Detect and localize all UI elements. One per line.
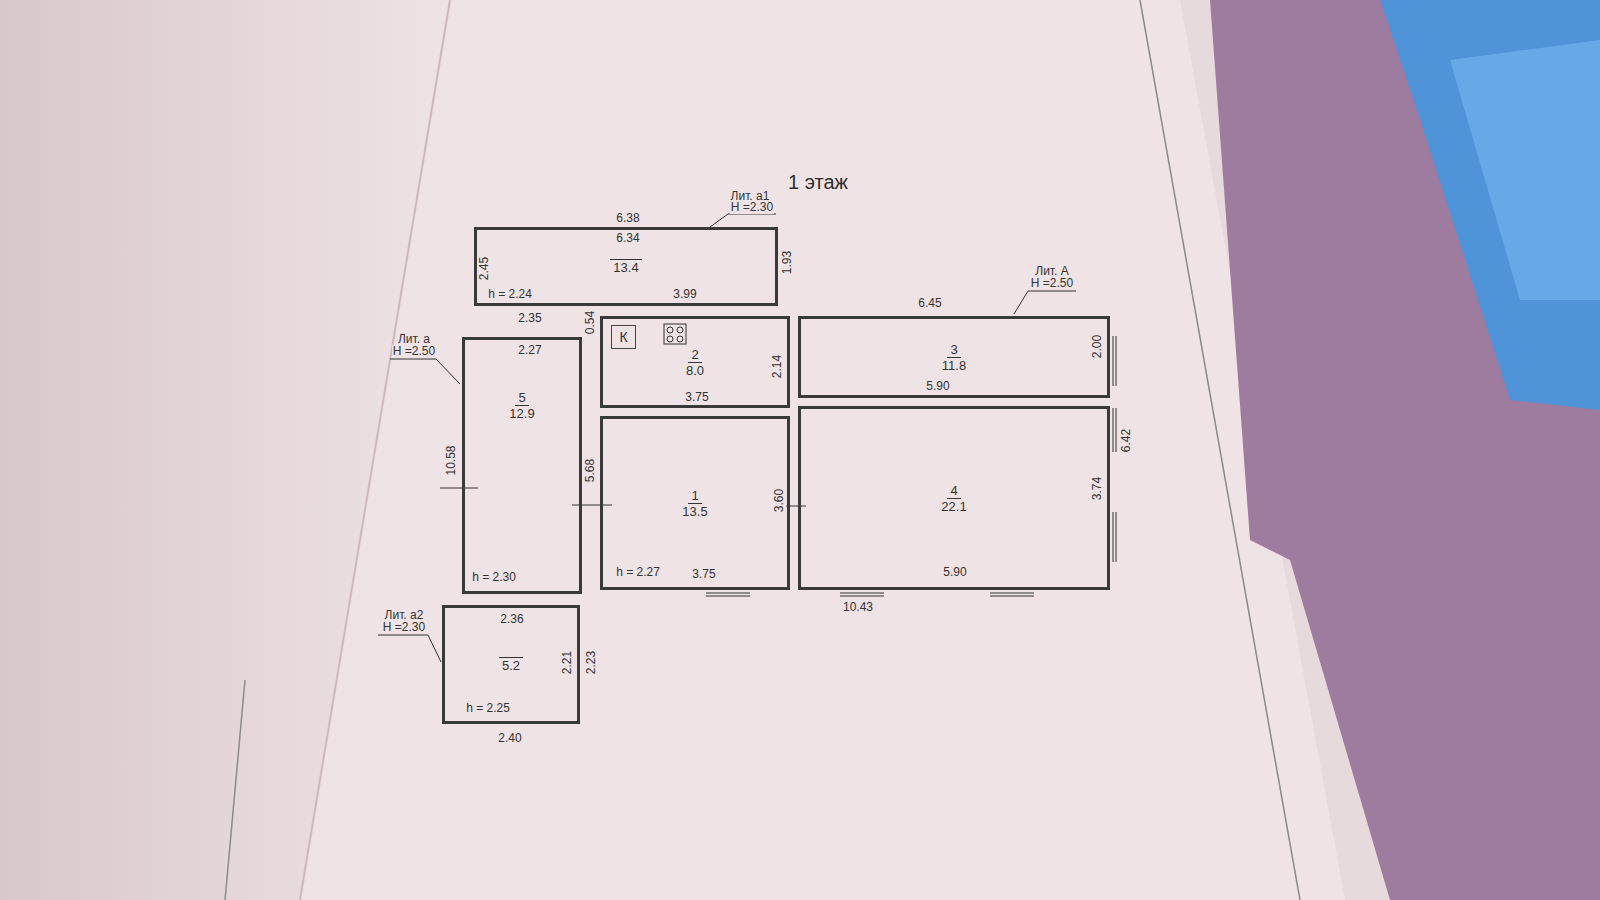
blue-folder bbox=[1450, 40, 1600, 300]
room-number: 1 bbox=[688, 488, 701, 504]
dimension-label: h = 2.27 bbox=[615, 566, 661, 579]
dimension-vertical: 10.58 bbox=[445, 444, 458, 476]
room-number: 3 bbox=[947, 342, 960, 358]
leader-line bbox=[1014, 291, 1028, 314]
room-area: 11.8 bbox=[939, 358, 969, 373]
leader-line bbox=[710, 214, 728, 227]
door-tick bbox=[440, 488, 806, 506]
dimension-label: 6.45 bbox=[917, 297, 942, 310]
dimension-vertical: 2.00 bbox=[1091, 333, 1104, 358]
dimension-label: 2.27 bbox=[517, 344, 542, 357]
dimension-label: 2.36 bbox=[499, 613, 524, 626]
room-box: 113.5 bbox=[600, 416, 790, 590]
plan-title: 1 этаж bbox=[788, 171, 848, 193]
left-page bbox=[0, 0, 450, 900]
dimension-label: h = 2.25 bbox=[465, 702, 511, 715]
dimension-label: Н =2.50 bbox=[1030, 277, 1074, 290]
leader-line bbox=[378, 635, 428, 636]
dimension-label: 3.75 bbox=[684, 391, 709, 404]
room-area: 8.0 bbox=[683, 363, 707, 378]
dimension-label: Н =2.50 bbox=[392, 345, 436, 358]
room-area: 12.9 bbox=[506, 406, 537, 421]
room-area: 13.4 bbox=[610, 259, 641, 275]
page-fold bbox=[300, 0, 450, 900]
room-number: 4 bbox=[947, 483, 960, 499]
kitchen-mark: К bbox=[611, 325, 636, 349]
dimension-vertical: 6.42 bbox=[1120, 427, 1133, 452]
room-number: 5 bbox=[515, 390, 528, 406]
kitchen-letter: К bbox=[616, 329, 630, 345]
leader-line bbox=[1028, 291, 1076, 292]
dimension-vertical: 3.60 bbox=[773, 487, 786, 512]
second-sheet bbox=[1180, 0, 1600, 900]
room-box: 422.1 bbox=[798, 406, 1110, 590]
dimension-label: 10.43 bbox=[842, 601, 874, 614]
stove-symbol bbox=[664, 324, 686, 344]
leader-line bbox=[436, 359, 460, 384]
leader-line bbox=[728, 214, 776, 215]
dimension-label: 6.38 bbox=[615, 212, 640, 225]
room-area: 13.5 bbox=[679, 504, 710, 519]
room-number: 2 bbox=[688, 347, 701, 363]
dimension-vertical: 2.14 bbox=[771, 353, 784, 378]
dimension-vertical: 2.23 bbox=[585, 649, 598, 674]
leader-line bbox=[428, 635, 441, 662]
leader-line bbox=[390, 359, 436, 360]
dimension-label: h = 2.24 bbox=[487, 288, 533, 301]
dimension-vertical: 3.74 bbox=[1091, 475, 1104, 500]
dimension-label: 3.75 bbox=[691, 568, 716, 581]
dimension-label: 2.35 bbox=[517, 312, 542, 325]
blue-folder bbox=[1380, 0, 1600, 410]
dimension-vertical: 0.54 bbox=[584, 309, 597, 334]
room-area: 22.1 bbox=[938, 499, 969, 514]
dimension-vertical: 5.68 bbox=[584, 457, 597, 482]
room-area: 5.2 bbox=[499, 657, 523, 673]
stove-symbol bbox=[667, 327, 673, 333]
dimension-vertical: 2.45 bbox=[478, 255, 491, 280]
dimension-label: 5.90 bbox=[942, 566, 967, 579]
stove-symbol bbox=[677, 327, 683, 333]
window-symbol bbox=[706, 336, 1116, 596]
room-box: 311.8 bbox=[798, 316, 1110, 398]
dimension-label: 6.34 bbox=[615, 232, 640, 245]
dimension-label: 5.90 bbox=[925, 380, 950, 393]
dimension-label: Н =2.30 bbox=[382, 621, 426, 634]
dimension-label: 2.40 bbox=[497, 732, 522, 745]
dimension-label: h = 2.30 bbox=[471, 571, 517, 584]
room-box: 512.9 bbox=[462, 337, 582, 594]
dimension-vertical: 1.93 bbox=[781, 249, 794, 274]
purple-fabric bbox=[1210, 0, 1600, 900]
stove-symbol bbox=[677, 336, 683, 342]
dimension-label: 3.99 bbox=[672, 288, 697, 301]
stove-symbol bbox=[667, 336, 673, 342]
dimension-label: Н =2.30 bbox=[730, 201, 774, 214]
frame-line bbox=[225, 680, 245, 900]
dimension-vertical: 2.21 bbox=[561, 649, 574, 674]
